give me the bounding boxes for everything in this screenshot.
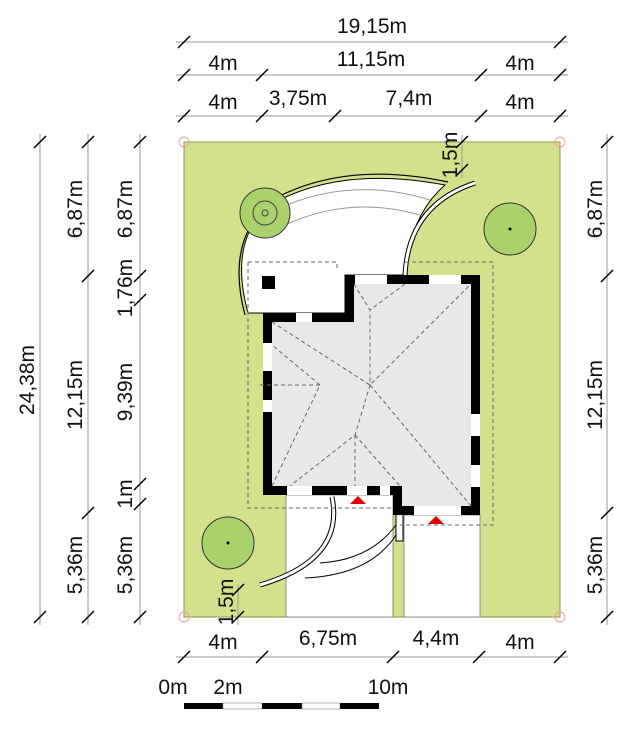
- svg-text:6,87m: 6,87m: [64, 180, 87, 238]
- svg-text:5,36m: 5,36m: [64, 536, 87, 594]
- scale-bar: 0m 2m 10m: [158, 676, 409, 710]
- dimension-bottom: 4m 6,75m 4,4m 4m: [176, 627, 568, 664]
- svg-text:0m: 0m: [158, 676, 187, 699]
- svg-text:4m: 4m: [505, 631, 534, 654]
- path-line: [274, 189, 431, 211]
- svg-text:1,5m: 1,5m: [439, 132, 462, 179]
- tree-icon: [239, 187, 291, 239]
- svg-text:7,4m: 7,4m: [386, 87, 433, 110]
- dimension-setback-top: 1,5m: [439, 132, 469, 179]
- svg-text:10m: 10m: [368, 676, 409, 699]
- roof-ridges: [260, 283, 472, 507]
- entrance-marker-icon: [350, 496, 366, 504]
- path-line: [304, 534, 397, 579]
- svg-text:12,15m: 12,15m: [64, 360, 87, 430]
- path-line: [319, 524, 397, 564]
- dimension-left: 24,38m 6,87m 12,15m 5,36m 6,87m 1,76m 9,…: [16, 134, 147, 625]
- svg-text:1,76m: 1,76m: [114, 259, 137, 317]
- dimension-top: 19,15m 4m 11,15m 4m 4m 3,75m 7,4m 4m: [176, 15, 568, 123]
- svg-text:24,38m: 24,38m: [16, 345, 39, 415]
- svg-text:6,75m: 6,75m: [299, 627, 357, 650]
- svg-text:4m: 4m: [505, 52, 534, 75]
- windows: [263, 275, 480, 515]
- corner-marker: [554, 611, 566, 623]
- driveway-right: [403, 514, 481, 618]
- svg-text:1,5m: 1,5m: [215, 579, 238, 626]
- roof-overhang: [247, 261, 494, 526]
- corner-marker: [178, 136, 190, 148]
- svg-text:11,15m: 11,15m: [337, 48, 406, 71]
- svg-text:4,4m: 4,4m: [413, 627, 460, 650]
- dimension-right: 6,87m 12,15m 5,36m: [584, 134, 614, 625]
- dimension-setback-bottom: 1,5m: [215, 579, 245, 626]
- svg-text:3,75m: 3,75m: [269, 87, 327, 110]
- house-roof: [272, 284, 471, 506]
- svg-text:6,87m: 6,87m: [114, 180, 137, 238]
- svg-text:4m: 4m: [208, 52, 237, 75]
- tree-icon: [201, 516, 255, 570]
- chimney: [262, 276, 275, 289]
- gate-post: [395, 512, 404, 542]
- tree-icon: [483, 202, 537, 256]
- svg-text:5,36m: 5,36m: [584, 536, 607, 594]
- garden-wall-arc: [259, 496, 336, 587]
- driveway-left: [285, 494, 394, 618]
- corner-marker: [178, 611, 190, 623]
- svg-text:1m: 1m: [114, 479, 137, 508]
- entrance-marker-icon: [428, 516, 444, 524]
- corner-marker: [554, 136, 566, 148]
- svg-text:6,87m: 6,87m: [584, 180, 607, 238]
- svg-text:2m: 2m: [213, 676, 242, 699]
- svg-text:19,15m: 19,15m: [337, 15, 407, 38]
- path-line: [284, 206, 421, 226]
- svg-text:9,39m: 9,39m: [114, 363, 137, 421]
- svg-text:4m: 4m: [208, 631, 237, 654]
- garden-wall-arc: [403, 181, 476, 277]
- svg-text:5,36m: 5,36m: [114, 536, 137, 594]
- svg-text:12,15m: 12,15m: [584, 360, 607, 430]
- svg-text:4m: 4m: [208, 91, 237, 114]
- svg-text:4m: 4m: [505, 91, 534, 114]
